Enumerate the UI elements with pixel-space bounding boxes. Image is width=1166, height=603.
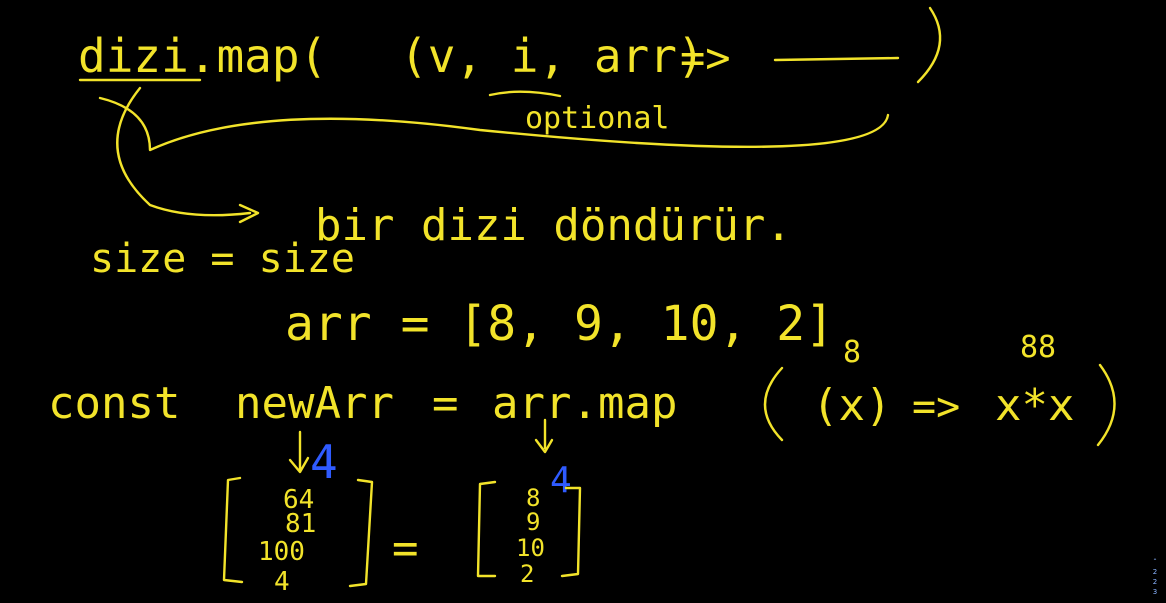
new-array-name: newArr: [235, 378, 394, 429]
callback-param: (x): [812, 380, 891, 431]
page-number: 2: [1152, 568, 1158, 576]
left-array-item: 64: [283, 485, 314, 515]
closing-paren-large: [916, 6, 942, 84]
down-arrow-right: [534, 418, 554, 454]
chevron-up-icon[interactable]: ˆ: [1153, 558, 1157, 567]
hint-body-value: 88: [1020, 330, 1056, 365]
const-keyword: const: [48, 378, 180, 429]
left-array-item: 81: [285, 509, 316, 539]
map-args-text: (v, i, arr): [400, 29, 705, 83]
left-array-item: 4: [274, 567, 290, 597]
right-array-close-bracket: [560, 486, 582, 578]
left-array-item: 100: [258, 537, 305, 567]
assign-operator: =: [432, 378, 459, 429]
page-indicator[interactable]: ˆ 2 2 3: [1150, 559, 1160, 597]
return-arrow-head: [238, 203, 260, 224]
connector-curve: [98, 96, 890, 152]
callback-arrow: =>: [912, 384, 960, 430]
array-declaration: arr = [8, 9, 10, 2]: [285, 296, 834, 352]
left-array-open-bracket: [222, 476, 244, 584]
right-array-item: 2: [520, 560, 534, 588]
right-length: 4: [550, 460, 572, 501]
return-arrow: [116, 86, 252, 217]
right-array-values: 8 9 10 2: [516, 484, 545, 588]
open-paren-large: [763, 366, 784, 442]
right-array-item: 10: [516, 534, 545, 562]
callback-body: x*x: [995, 380, 1074, 431]
right-array-open-bracket: [476, 480, 497, 578]
map-arrow-text: =>: [680, 33, 731, 82]
down-arrow-left: [288, 430, 310, 474]
page-number: 3: [1152, 588, 1158, 596]
left-array-close-bracket: [348, 478, 374, 588]
close-paren-large: [1096, 363, 1116, 447]
returns-text: bir dizi döndürür.: [315, 200, 792, 251]
map-call-text: dizi.map(: [78, 29, 327, 83]
hint-param-value: 8: [843, 335, 861, 370]
right-array-item: 8: [526, 484, 540, 512]
optional-brace: [488, 90, 562, 98]
placeholder-line: [773, 56, 900, 62]
arrays-equal-sign: =: [392, 523, 419, 574]
optional-label: optional: [525, 101, 670, 136]
right-array-item: 9: [526, 508, 540, 536]
size-note: size = size: [90, 236, 355, 282]
page-number: 2: [1152, 578, 1158, 586]
left-array-values: 64 81 100 4: [258, 485, 316, 597]
map-method-call: arr.map: [492, 378, 677, 429]
left-length: 4: [310, 435, 338, 489]
